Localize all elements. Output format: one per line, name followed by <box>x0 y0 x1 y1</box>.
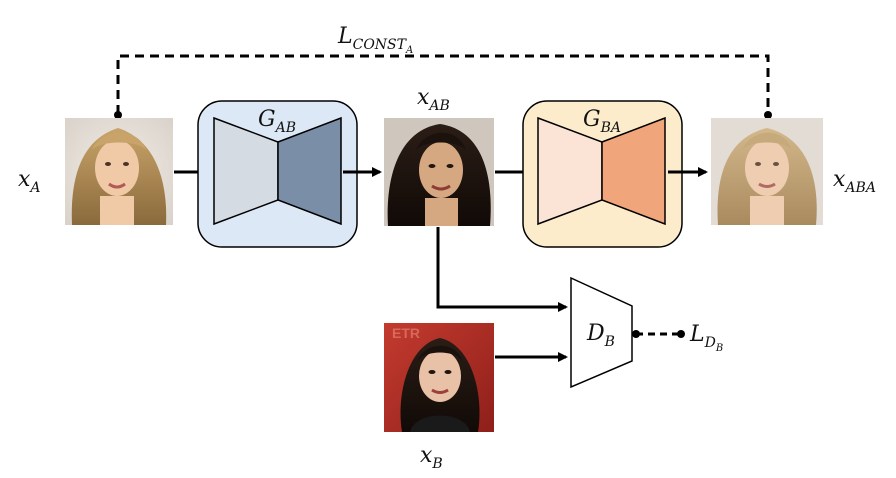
generator-ab <box>197 100 358 248</box>
x-ab-label: xAB <box>417 85 450 114</box>
l-const-label: LCONSTA <box>337 24 413 56</box>
x-b-image: ETR <box>384 323 494 432</box>
l-const-end-dot <box>764 111 772 119</box>
l-const-start-dot <box>114 111 122 119</box>
l-db-label: LDB <box>689 322 723 354</box>
arrow-xab-to-db <box>436 227 568 312</box>
svg-text:ETR: ETR <box>392 325 420 341</box>
x-a-label: xA <box>18 167 41 196</box>
discriminator-b <box>570 276 633 389</box>
l-db-end-dot <box>677 330 685 338</box>
l-const-loss-path <box>114 54 772 119</box>
g-ba-label: GBA <box>583 107 621 136</box>
d-b-label: DB <box>586 321 615 350</box>
generator-ba <box>522 100 683 248</box>
gba-decoder <box>601 116 666 226</box>
l-db-start-dot <box>632 330 640 338</box>
x-ab-image <box>384 118 494 226</box>
g-ab-label: GAB <box>258 107 296 136</box>
x-aba-image <box>711 118 823 225</box>
x-aba-label: xABA <box>833 167 876 196</box>
x-b-label: xB <box>420 443 443 472</box>
x-a-image <box>65 118 173 225</box>
gab-decoder <box>277 116 342 226</box>
l-db-loss-path <box>632 330 685 338</box>
